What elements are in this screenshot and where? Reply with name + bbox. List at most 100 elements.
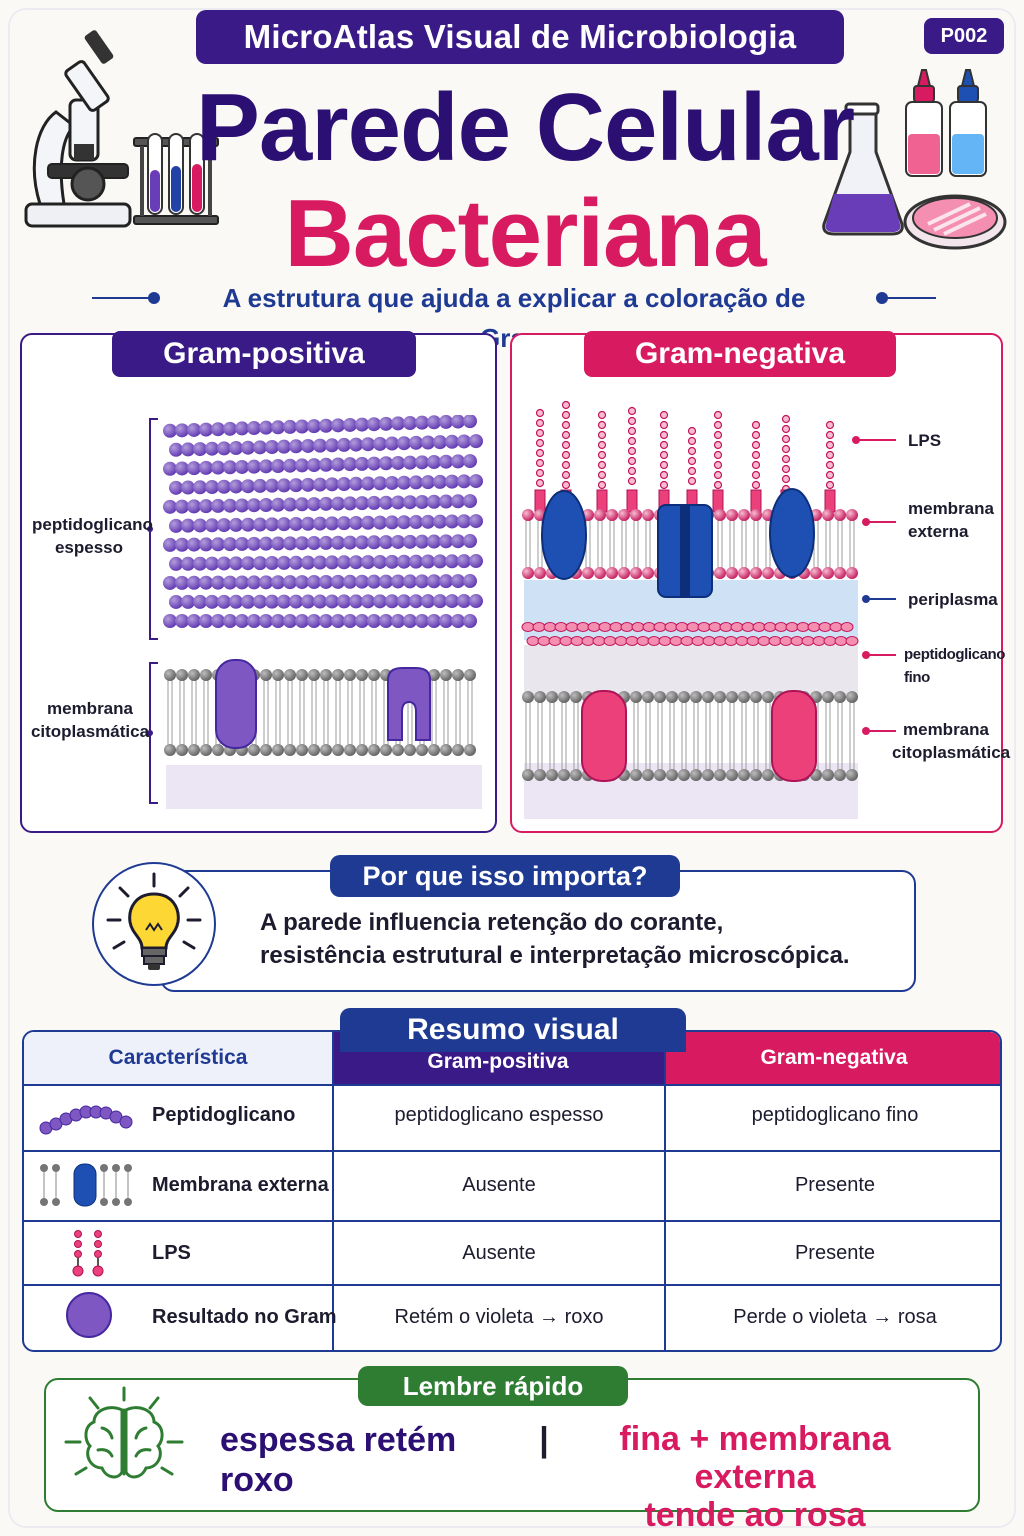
- lipid-head: [726, 567, 738, 579]
- peptidoglycan-bead: [181, 442, 195, 457]
- peptidoglycan-bead: [193, 518, 207, 533]
- peptidoglycan-bead: [163, 537, 177, 552]
- peptidoglycan-bead: [247, 459, 261, 474]
- peptidoglycan-bead: [409, 554, 423, 569]
- lipid-head: [714, 691, 726, 703]
- lipid-head: [248, 744, 260, 756]
- lipid-head: [762, 567, 774, 579]
- lipid-head: [534, 769, 546, 781]
- peptidoglycan-bead: [301, 555, 315, 570]
- lipid-head: [284, 744, 296, 756]
- lipid-head: [440, 744, 452, 756]
- peptidoglycan-bead: [469, 554, 483, 569]
- lipid-head: [428, 669, 440, 681]
- label-periplasm: periplasma: [908, 590, 998, 609]
- lipid-head: [534, 691, 546, 703]
- peptidoglycan-bead: [379, 535, 393, 550]
- peptidoglycan-bead: [259, 420, 273, 435]
- thin-peptidoglycan-bead: [796, 622, 810, 632]
- lipid-head: [40, 1198, 48, 1206]
- lps-bead: [687, 446, 697, 456]
- peptidoglycan-bead: [211, 422, 225, 437]
- lipid-head: [702, 769, 714, 781]
- peptidoglycan-bead: [385, 436, 399, 451]
- peptidoglycan-bead: [427, 614, 441, 628]
- lps-bead: [825, 460, 835, 470]
- lps-bead: [627, 456, 637, 466]
- peptidoglycan-bead: [319, 614, 333, 628]
- peptidoglycan-bead: [211, 460, 225, 475]
- peptidoglycan-bead: [361, 594, 375, 609]
- peptidoglycan-bead: [457, 554, 471, 569]
- lps-bead: [713, 430, 723, 440]
- thin-peptidoglycan-bead: [565, 622, 579, 632]
- table-divider: [24, 1284, 1000, 1286]
- page-title-line2: Bacteriana: [284, 180, 767, 287]
- lps-bead: [687, 436, 697, 446]
- lps-bead: [597, 410, 607, 420]
- peptidoglycan-bead: [331, 614, 345, 628]
- thin-peptidoglycan-bead: [757, 636, 771, 646]
- table-divider: [24, 1150, 1000, 1152]
- peptidoglycan-bead: [415, 534, 429, 549]
- thin-peptidoglycan-bead: [801, 636, 815, 646]
- lipid-head: [308, 744, 320, 756]
- thin-peptidoglycan-bead: [807, 622, 821, 632]
- lps-bead: [627, 466, 637, 476]
- table-divider: [24, 1084, 1000, 1086]
- lps-bead: [561, 470, 571, 480]
- peptidoglycan-bead: [331, 574, 345, 589]
- lps-bead: [535, 458, 545, 468]
- peptidoglycan-bead: [259, 459, 273, 474]
- lipid-head: [464, 744, 476, 756]
- lps-bead: [561, 440, 571, 450]
- peptidoglycan-bead: [187, 499, 201, 514]
- peptidoglycan-bead: [187, 614, 201, 628]
- peptidoglycan-bead: [289, 516, 303, 531]
- lipid-head: [522, 509, 534, 521]
- cell-positive-outer-membrane: Ausente: [462, 1174, 536, 1196]
- peptidoglycan-bead: [205, 594, 219, 609]
- lps-bead: [535, 428, 545, 438]
- lipid-head: [188, 744, 200, 756]
- thin-peptidoglycan-bead: [620, 622, 634, 632]
- thin-peptidoglycan-bead: [675, 622, 689, 632]
- gram-negative-leaders: [852, 436, 896, 735]
- peptidoglycan-bead: [193, 556, 207, 571]
- peptidoglycan-bead: [223, 498, 237, 513]
- peptidoglycan-bead: [469, 514, 483, 529]
- peptidoglycan-bead: [331, 496, 345, 511]
- page-code-badge: P002: [924, 18, 1004, 54]
- peptidoglycan-bead: [319, 496, 333, 511]
- lps-bead: [781, 444, 791, 454]
- why-text: A parede influencia retenção do corante,…: [260, 906, 900, 972]
- peptidoglycan-bead: [433, 474, 447, 489]
- peptidoglycan-bead: [451, 534, 465, 549]
- lipid-head: [272, 669, 284, 681]
- thin-peptidoglycan-bead: [647, 636, 661, 646]
- peptidoglycan-bead: [391, 455, 405, 470]
- page-title-line1: Parede Celular: [195, 74, 855, 181]
- lipid-head: [594, 509, 606, 521]
- peptidoglycan-bead: [439, 574, 453, 589]
- summary-title: Resumo visual: [340, 1008, 686, 1052]
- lipid-head: [296, 744, 308, 756]
- peptidoglycan-bead: [301, 594, 315, 609]
- peptidoglycan-bead: [211, 575, 225, 590]
- peptidoglycan-bead: [307, 575, 321, 590]
- lps-bead: [825, 480, 835, 490]
- thin-peptidoglycan-bead: [658, 636, 672, 646]
- lipid-head: [164, 744, 176, 756]
- peptidoglycan-bead: [253, 594, 267, 609]
- peptidoglycan-bead: [199, 422, 213, 437]
- peptidoglycan-bead: [355, 574, 369, 589]
- peptidoglycan-bead: [421, 435, 435, 450]
- lipid-head: [582, 567, 594, 579]
- peptidoglycan-bead: [283, 458, 297, 473]
- thin-peptidoglycan-bead: [713, 636, 727, 646]
- header-gram-negative: Gram-negativa: [664, 1032, 1000, 1084]
- peptidoglycan-bead: [361, 515, 375, 530]
- table-divider: [24, 1220, 1000, 1222]
- peptidoglycan-bead: [457, 474, 471, 489]
- lipid-head: [52, 1198, 60, 1206]
